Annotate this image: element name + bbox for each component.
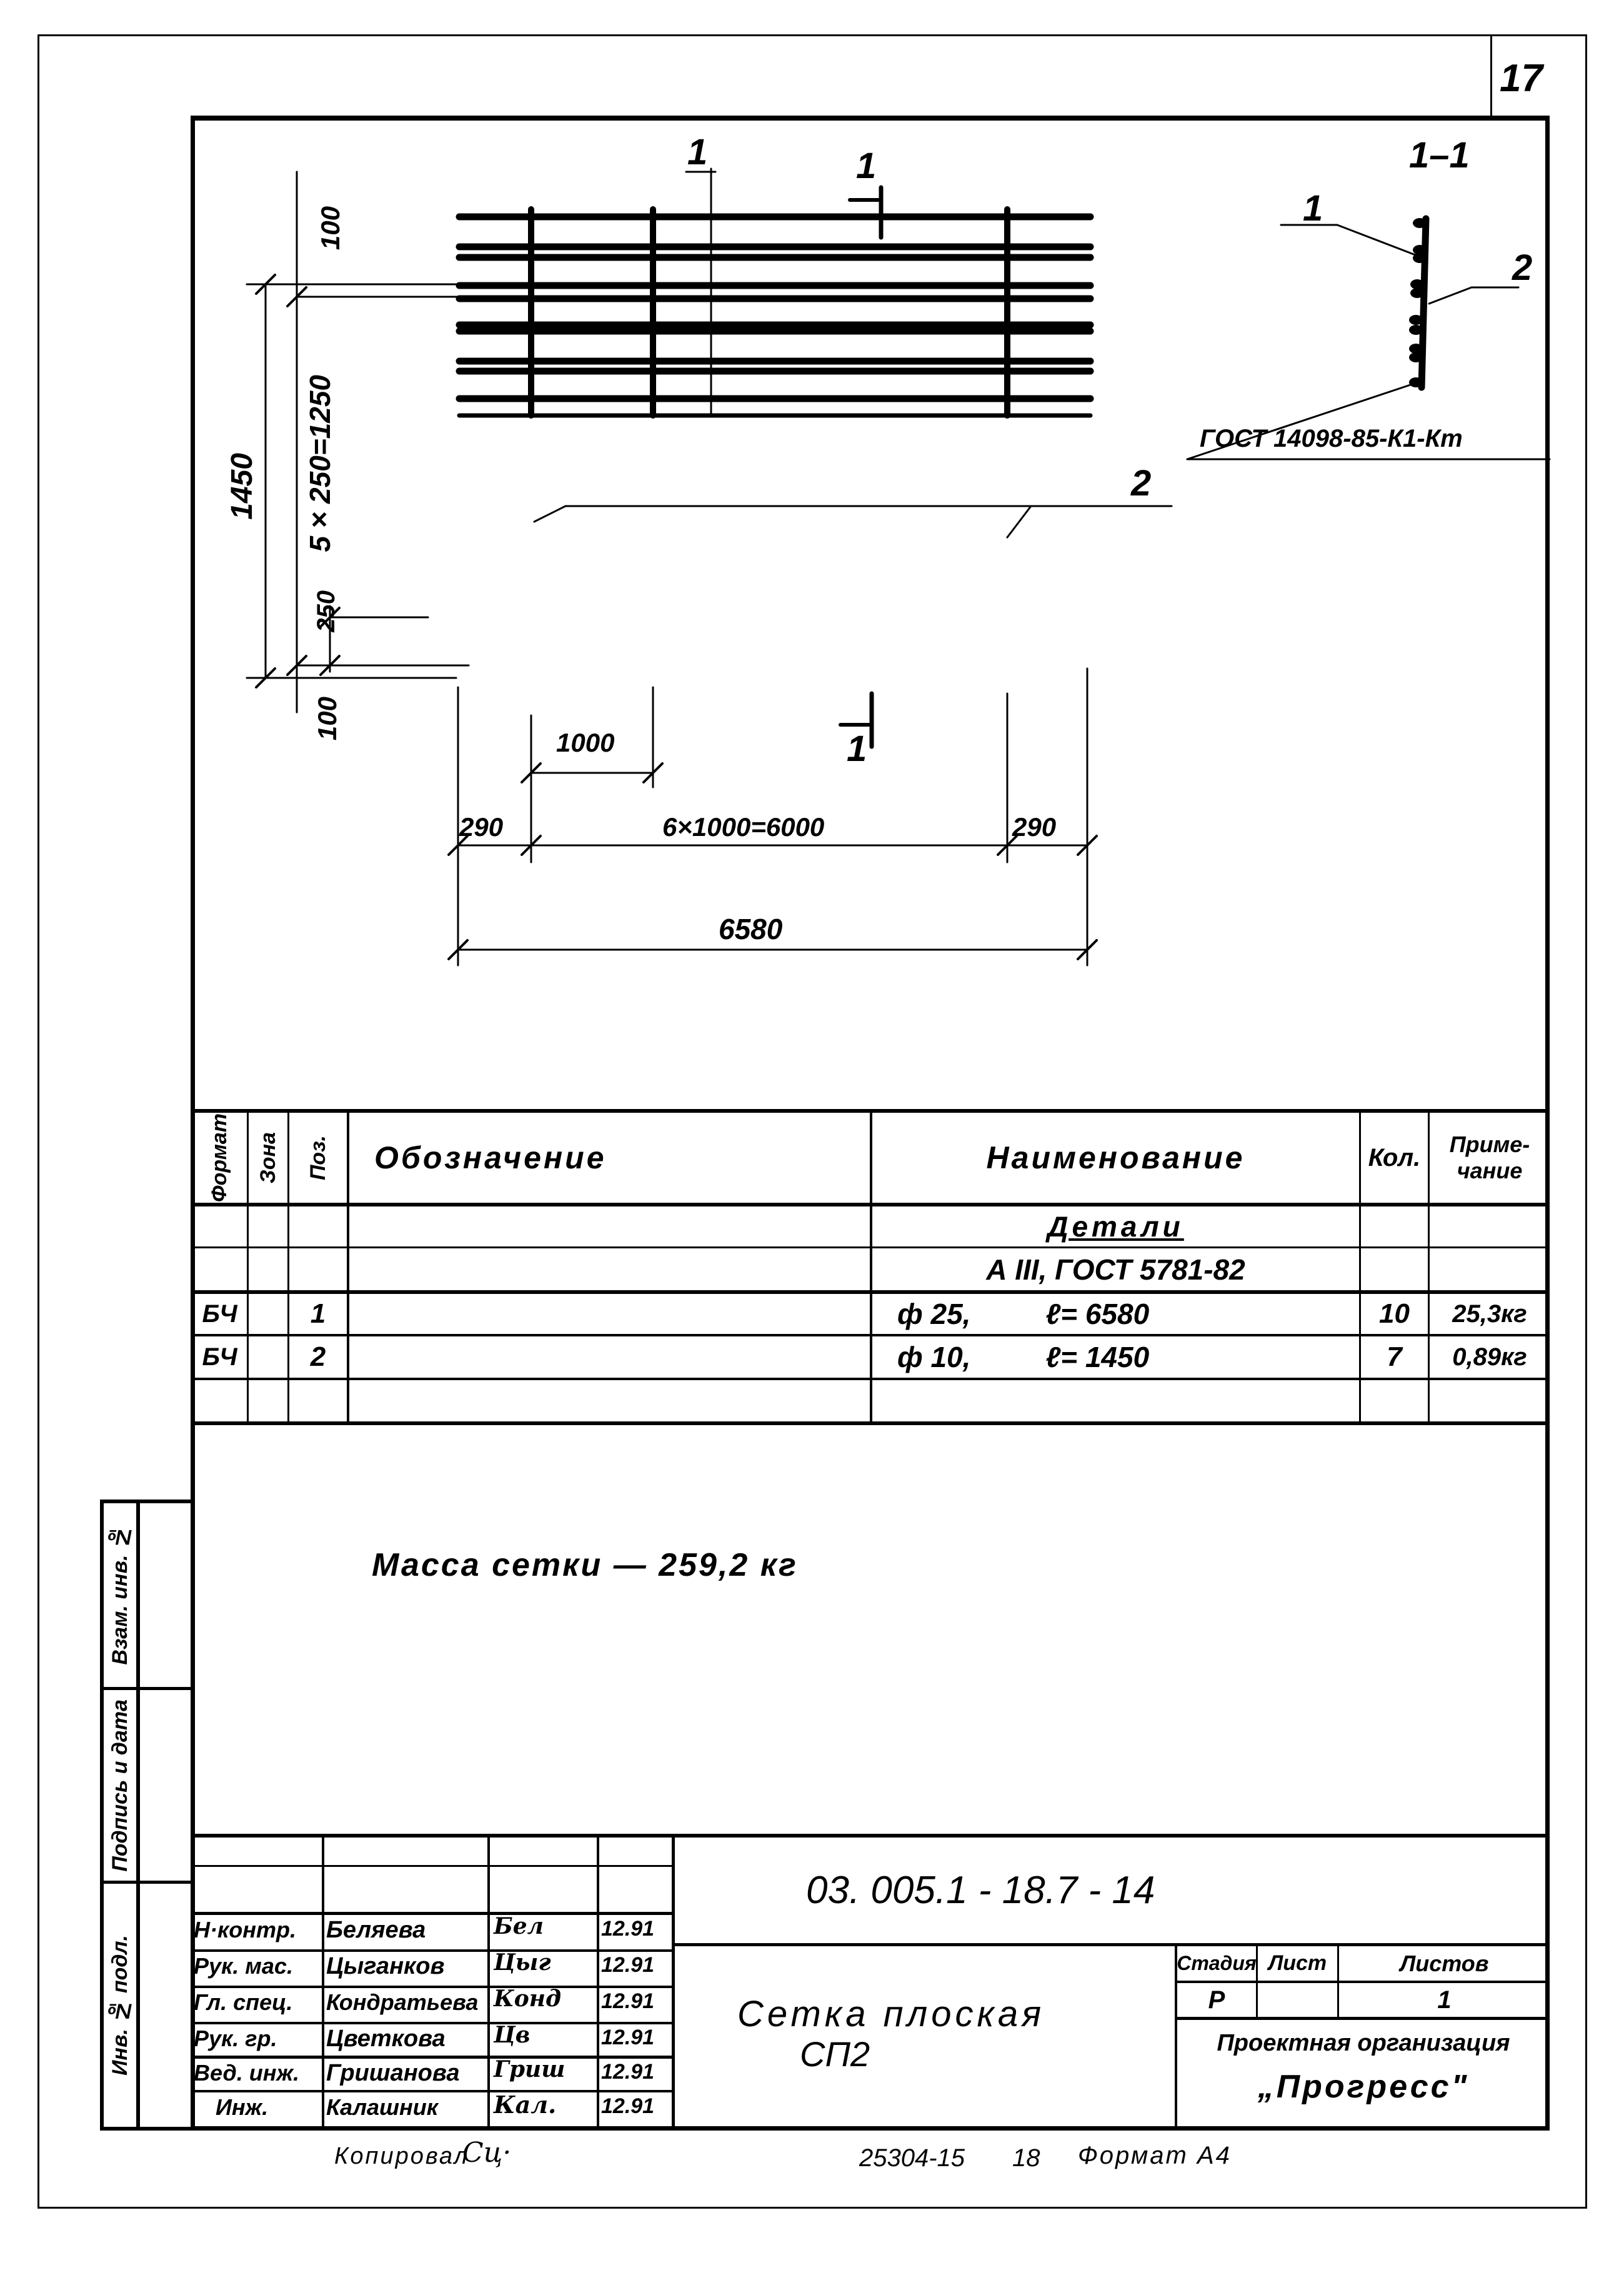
stage-value: Р <box>1208 1986 1225 2014</box>
row1-format: БЧ <box>202 1300 237 1328</box>
section-mark-top-label: 1 <box>856 146 877 186</box>
dim-top-offset: 100 <box>316 206 345 251</box>
stamp-sign-date: Подпись и дата <box>107 1699 132 1872</box>
sig-date-2: 12.91 <box>601 1953 655 1977</box>
dim-spacing: 250 <box>312 590 340 632</box>
sig-role-2: Рук. мас. <box>194 1953 293 1979</box>
header-zone: Зона <box>256 1132 280 1184</box>
sig-sign-5: Гриш <box>494 2056 565 2082</box>
org-name-line1: Проектная организация <box>1217 2029 1510 2056</box>
header-name: Наименование <box>986 1140 1245 1175</box>
header-designation: Обозначение <box>374 1140 607 1175</box>
row2-note: 0,89кг <box>1452 1343 1527 1371</box>
sheets-label: Листов <box>1400 1950 1489 1976</box>
sheet-label: Лист <box>1268 1951 1327 1975</box>
sig-sign-2: Цыг <box>494 1949 551 1976</box>
stamp-swap-inv: Взам. инв. № <box>107 1525 132 1665</box>
section-view-title: 1–1 <box>1409 135 1470 176</box>
row2-qty: 7 <box>1387 1341 1402 1372</box>
copied-label: Копировал <box>334 2143 469 2169</box>
dim-bottom-offset: 100 <box>312 697 342 741</box>
row2-name: ф 10,ℓ= 1450 <box>897 1341 1150 1373</box>
sig-sign-3: Конд <box>494 1986 562 2012</box>
sig-sign-1: Бел <box>494 1913 544 1939</box>
sig-name-2: Цыганков <box>326 1953 445 1979</box>
outer-border <box>37 34 1587 2209</box>
doc-code: 03. 005.1 - 18.7 - 14 <box>806 1869 1155 1912</box>
sig-name-4: Цветкова <box>326 2026 446 2052</box>
header-qty: Кол. <box>1368 1143 1421 1171</box>
sig-name-6: Калашник <box>326 2094 438 2120</box>
section-pos-label-2: 2 <box>1512 247 1533 288</box>
row2-format: БЧ <box>202 1343 237 1371</box>
weld-note: ГОСТ 14098-85-К1-Кт <box>1200 425 1463 452</box>
dim-overall-height: 1450 <box>226 453 259 520</box>
sheets-value: 1 <box>1437 1986 1452 2014</box>
position-label-1: 1 <box>687 132 708 172</box>
row1-pos: 1 <box>310 1298 326 1329</box>
row1-qty: 10 <box>1379 1298 1410 1329</box>
sheet-number-box <box>1490 34 1587 116</box>
copied-signature: Сц· <box>462 2137 512 2169</box>
paper-format: Формат А4 <box>1078 2142 1232 2169</box>
sig-role-4: Рук. гр. <box>194 2026 277 2051</box>
dim-overall-length: 6580 <box>719 913 783 945</box>
drawing-title-line2: СП2 <box>800 2034 870 2074</box>
dim-left-overhang: 290 <box>459 812 504 842</box>
header-note: Приме-чание <box>1449 1132 1530 1183</box>
sig-role-5: Вед. инж. <box>194 2060 299 2086</box>
section-pos-label-1: 1 <box>1303 188 1323 229</box>
sig-name-1: Беляева <box>326 1917 426 1943</box>
sig-role-3: Гл. спец. <box>194 1989 293 2015</box>
dim-right-overhang: 290 <box>1012 812 1057 842</box>
row1-name: ф 25,ℓ= 6580 <box>897 1298 1150 1330</box>
page-number: 18 <box>1012 2144 1040 2172</box>
dim-spacing-chain: 5×250=1250 <box>304 375 336 552</box>
drawing-frame <box>191 116 1550 2131</box>
sig-date-5: 12.91 <box>601 2060 655 2084</box>
sig-date-6: 12.91 <box>601 2094 655 2118</box>
sheet-number: 17 <box>1500 57 1543 100</box>
header-pos: Поз. <box>306 1135 330 1181</box>
sig-role-6: Инж. <box>216 2094 269 2120</box>
archive-number: 25304-15 <box>859 2144 965 2172</box>
header-format: Формат <box>207 1113 231 1202</box>
sig-sign-6: Кал. <box>494 2091 557 2119</box>
position-label-2: 2 <box>1131 463 1152 504</box>
sig-sign-4: Цв <box>494 2022 531 2048</box>
sig-date-4: 12.91 <box>601 2026 655 2049</box>
sheet-value <box>1258 1983 1337 2017</box>
dim-bay-chain: 6×1000=6000 <box>662 812 825 842</box>
sig-date-3: 12.91 <box>601 1989 655 2013</box>
org-name-line2: „Прогресс" <box>1257 2069 1470 2105</box>
row2-pos: 2 <box>310 1341 326 1372</box>
material-spec: А III, ГОСТ 5781-82 <box>986 1253 1245 1286</box>
row1-note: 25,3кг <box>1452 1300 1527 1328</box>
stamp-inv-orig: Инв. № подл. <box>107 1935 132 2076</box>
section-mark-bottom-label: 1 <box>847 729 867 769</box>
mass-note: Масса сетки — 259,2 кг <box>372 1547 798 1583</box>
dim-bay: 1000 <box>556 728 615 757</box>
sig-date-1: 12.91 <box>601 1917 655 1941</box>
stage-label: Стадия <box>1177 1952 1257 1974</box>
section-title: Детали <box>1047 1210 1184 1243</box>
sig-role-1: Н·контр. <box>194 1917 296 1942</box>
sig-name-5: Гришанова <box>326 2060 460 2086</box>
drawing-title-line1: Сетка плоская <box>737 1994 1045 2034</box>
sig-name-3: Кондратьева <box>326 1989 479 2015</box>
